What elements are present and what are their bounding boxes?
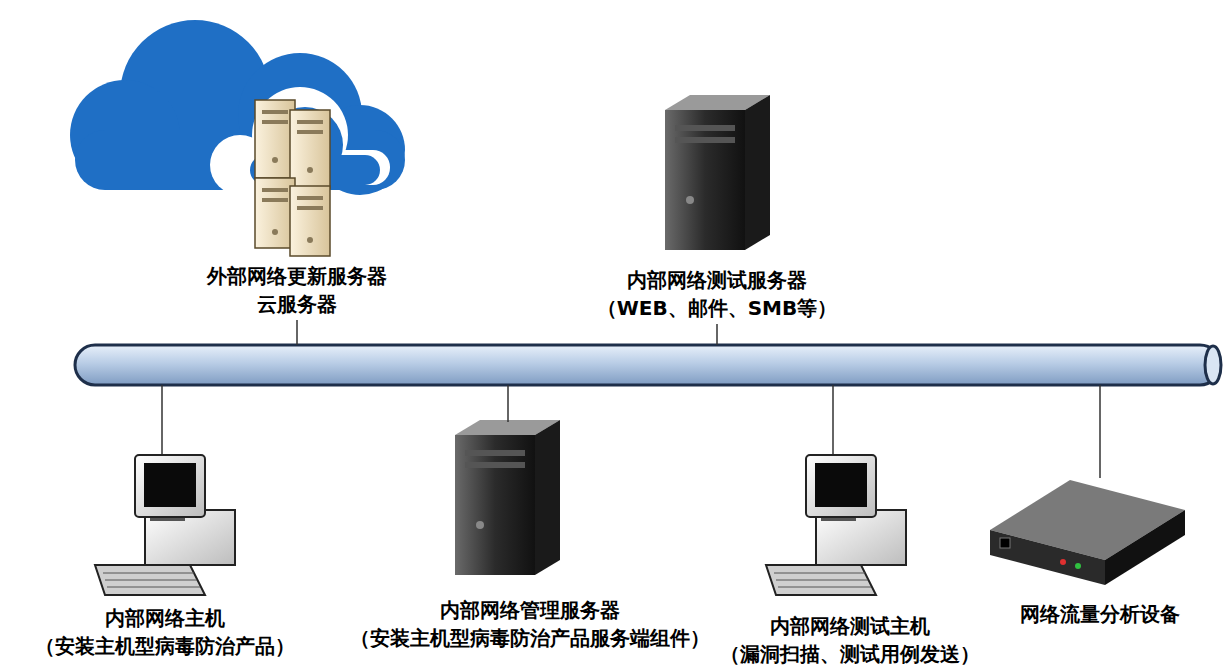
- drop-line: [162, 320, 1100, 478]
- server-stack: [255, 100, 330, 256]
- device-name: 网络流量分析设备: [1020, 600, 1180, 628]
- device-name: 外部网络更新服务器: [207, 262, 387, 290]
- device-label: 外部网络更新服务器云服务器: [207, 262, 387, 318]
- device-label: 内部网络管理服务器（安装主机型病毒防治产品服务端组件）: [350, 596, 710, 652]
- server-tower: [665, 95, 770, 250]
- device-label: 内部网络测试服务器（WEB、邮件、SMB等）: [597, 266, 838, 322]
- device-note: 云服务器: [207, 290, 387, 318]
- device-label: 网络流量分析设备: [1020, 600, 1180, 628]
- pc-icon: [95, 455, 235, 595]
- server-tower: [455, 420, 560, 575]
- device-name: 内部网络管理服务器: [350, 596, 710, 624]
- pc-icon: [766, 455, 906, 595]
- device-name: 内部网络主机: [35, 604, 295, 632]
- device-note: （漏洞扫描、测试用例发送）: [720, 640, 980, 668]
- cloud-highlight: [210, 87, 390, 195]
- device-label: 内部网络测试主机（漏洞扫描、测试用例发送）: [720, 612, 980, 668]
- device-label: 内部网络主机（安装主机型病毒防治产品）: [35, 604, 295, 660]
- cloud-shape: [70, 20, 405, 195]
- appliance-box: [990, 480, 1185, 585]
- device-note: （安装主机型病毒防治产品服务端组件）: [350, 624, 710, 652]
- device-note: （WEB、邮件、SMB等）: [597, 294, 838, 322]
- network-bus: [75, 345, 1221, 385]
- device-name: 内部网络测试主机: [720, 612, 980, 640]
- device-name: 内部网络测试服务器: [597, 266, 838, 294]
- device-note: （安装主机型病毒防治产品）: [35, 632, 295, 660]
